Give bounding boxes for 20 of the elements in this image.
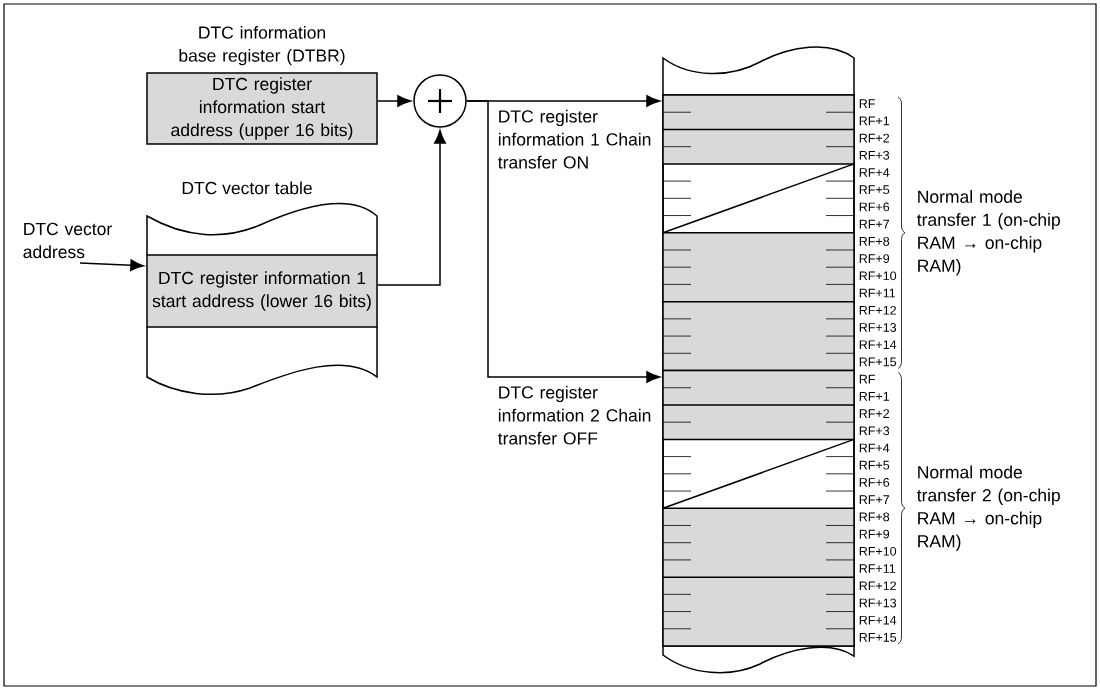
edge-label: DTC register information 1 Chain transfer ON bbox=[496, 108, 662, 170]
arrow bbox=[79, 259, 145, 272]
table-entry: DTC register information 1 start address (lower 16 bits) bbox=[146, 254, 378, 328]
arrow bbox=[377, 95, 412, 107]
address-label: RF bbox=[859, 374, 875, 384]
address-label: RF+1 bbox=[859, 392, 890, 401]
register-block bbox=[662, 369, 855, 647]
vector-address-label: DTC vector address bbox=[23, 222, 112, 259]
register-box: DTC information base register (DTBR) DTC register information start address (upper 16 bits) bbox=[146, 25, 378, 145]
arrow bbox=[377, 129, 446, 286]
address-label: RF+15 bbox=[859, 357, 897, 367]
node-label: DTC information base register (DTBR) bbox=[179, 25, 345, 66]
register-block bbox=[662, 94, 855, 372]
memory-column bbox=[662, 46, 855, 674]
transfer-note: Normal mode transfer 2 (on-chip RAM → on-chip RAM) bbox=[917, 465, 1060, 551]
transfer-note: Normal mode transfer 1 (on-chip RAM → on-chip RAM) bbox=[917, 190, 1060, 276]
adder-circle bbox=[413, 74, 467, 128]
arrow bbox=[466, 100, 661, 383]
edge-label: DTC register information 2 Chain transfer OFF bbox=[496, 384, 662, 446]
address-label: RF+14 bbox=[859, 340, 897, 349]
